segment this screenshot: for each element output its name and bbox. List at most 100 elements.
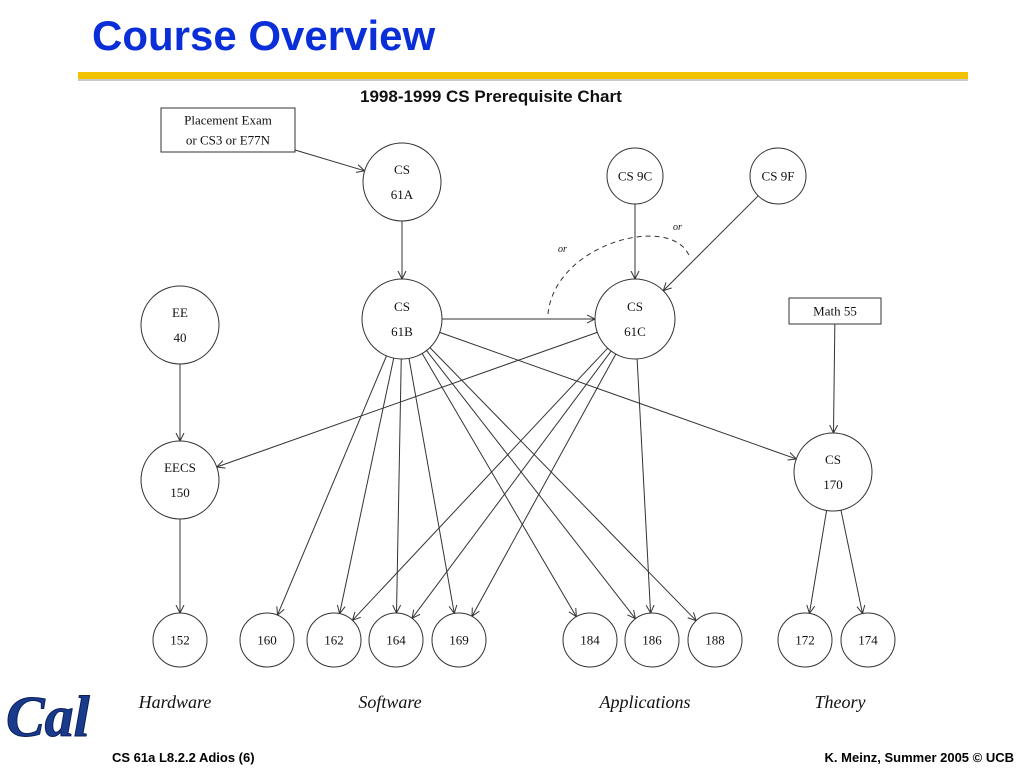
node-label-placement-0: Placement Exam: [184, 113, 272, 128]
node-label-c172-0: 172: [795, 633, 815, 648]
title-rule: [78, 72, 968, 79]
node-shape-cs170: [793, 432, 873, 512]
node-label-cs9c-0: CS 9C: [618, 169, 652, 184]
node-c152: 152: [152, 612, 208, 668]
edge-cs170-c172: [809, 510, 828, 613]
node-shape-c162: [306, 612, 362, 668]
node-c184: 184: [562, 612, 618, 668]
node-c160: 160: [239, 612, 295, 668]
node-cs170: CS 170: [793, 432, 873, 512]
node-shape-c169: [431, 612, 487, 668]
node-math55: Math 55: [788, 297, 882, 325]
node-cs9f: CS 9F: [749, 147, 807, 205]
node-shape-cs61b: [361, 278, 443, 360]
cal-logo-text: Cal: [6, 684, 91, 744]
node-shape-cs61c: [594, 278, 676, 360]
node-label-cs61b-0: CS: [394, 299, 410, 314]
edge-cs61c-c169: [472, 353, 617, 616]
edge-cs61b-c184: [421, 353, 576, 617]
edge-cs61c-eecs150: [217, 331, 598, 467]
group-label-theory: Theory: [815, 692, 866, 712]
or-label-left: or: [558, 244, 567, 255]
node-label-cs170-0: CS: [825, 452, 841, 467]
node-c188: 188: [687, 612, 743, 668]
node-label-c164-0: 164: [386, 633, 406, 648]
edge-cs61c-c186: [636, 358, 650, 613]
node-c169: 169: [431, 612, 487, 668]
node-label-c184-0: 184: [580, 633, 600, 648]
node-c186: 186: [624, 612, 680, 668]
edge-cs61b-c160: [277, 355, 387, 615]
node-label-cs61a-1: 61A: [391, 187, 414, 202]
node-label-cs61c-1: 61C: [624, 324, 646, 339]
node-placement: Placement Exam or CS3 or E77N: [160, 107, 296, 153]
node-shape-c184: [562, 612, 618, 668]
node-cs61a: CS 61A: [362, 142, 442, 222]
node-label-ee40-1: 40: [174, 330, 187, 345]
cal-logo: Cal: [6, 684, 92, 744]
node-shape-cs61a: [362, 142, 442, 222]
node-shape-c152: [152, 612, 208, 668]
or-label-right: or: [673, 222, 682, 233]
node-label-c174-0: 174: [858, 633, 878, 648]
node-label-eecs150-1: 150: [170, 485, 190, 500]
node-cs61c: CS 61C: [594, 278, 676, 360]
group-label-hardware: Hardware: [138, 692, 212, 712]
node-shape-c160: [239, 612, 295, 668]
node-label-c186-0: 186: [642, 633, 662, 648]
node-shape-ee40: [140, 285, 220, 365]
edge-cs61c-c162: [352, 347, 609, 620]
prerequisite-chart: 1998-1999 CS Prerequisite Chart or or Pla…: [130, 82, 910, 722]
footer-credit: K. Meinz, Summer 2005 © UCB: [824, 750, 1014, 765]
node-label-c188-0: 188: [705, 633, 725, 648]
edge-cs61c-c164: [412, 350, 612, 618]
node-label-math55-0: Math 55: [813, 304, 857, 319]
node-c172: 172: [777, 612, 833, 668]
node-label-placement-1: or CS3 or E77N: [186, 133, 271, 148]
node-label-c162-0: 162: [324, 633, 344, 648]
edge-cs61b-c164: [397, 358, 402, 613]
node-label-cs61c-0: CS: [627, 299, 643, 314]
node-label-eecs150-0: EECS: [164, 460, 196, 475]
edge-cs170-c174: [840, 510, 863, 613]
edge-cs61b-c169: [408, 358, 454, 613]
node-shape-c174: [840, 612, 896, 668]
node-eecs150: EECS 150: [140, 440, 220, 520]
node-label-ee40-0: EE: [172, 305, 188, 320]
node-shape-placement: [160, 107, 296, 153]
edges-layer: or or: [180, 149, 863, 621]
node-c162: 162: [306, 612, 362, 668]
node-ee40: EE 40: [140, 285, 220, 365]
node-label-cs61a-0: CS: [394, 162, 410, 177]
node-label-cs61b-1: 61B: [391, 324, 413, 339]
group-label-applications: Applications: [599, 692, 691, 712]
node-label-c169-0: 169: [449, 633, 469, 648]
prerequisite-chart-svg: 1998-1999 CS Prerequisite Chart or or Pla…: [138, 87, 896, 712]
node-shape-c172: [777, 612, 833, 668]
footer-course-label: CS 61a L8.2.2 Adios (6): [112, 750, 255, 765]
edge-cs9f-cs61c: [663, 195, 759, 291]
edge-placement-cs61a: [294, 149, 365, 171]
node-shape-c186: [624, 612, 680, 668]
node-shape-cs9c: [606, 147, 664, 205]
node-cs61b: CS 61B: [361, 278, 443, 360]
node-c164: 164: [368, 612, 424, 668]
group-label-software: Software: [358, 692, 421, 712]
node-label-cs170-1: 170: [823, 477, 843, 492]
edge-cs61b-cs170: [439, 331, 797, 459]
node-shape-math55: [788, 297, 882, 325]
edge-cs61b-c186: [426, 350, 636, 619]
slide-title: Course Overview: [92, 12, 436, 59]
node-label-c152-0: 152: [170, 633, 190, 648]
node-label-c160-0: 160: [257, 633, 277, 648]
title-rule-shadow: [78, 79, 968, 81]
edge-cs61b-c188: [429, 347, 696, 621]
nodes-layer: Placement Exam or CS3 or E77N CS 61A CS 9C CS…: [140, 107, 896, 668]
node-shape-c188: [687, 612, 743, 668]
node-shape-cs9f: [749, 147, 807, 205]
node-cs9c: CS 9C: [606, 147, 664, 205]
group-labels-layer: Hardware Software Applications Theory: [138, 692, 866, 712]
node-c174: 174: [840, 612, 896, 668]
chart-title: 1998-1999 CS Prerequisite Chart: [360, 87, 622, 106]
edge-math55-cs170: [833, 323, 834, 433]
